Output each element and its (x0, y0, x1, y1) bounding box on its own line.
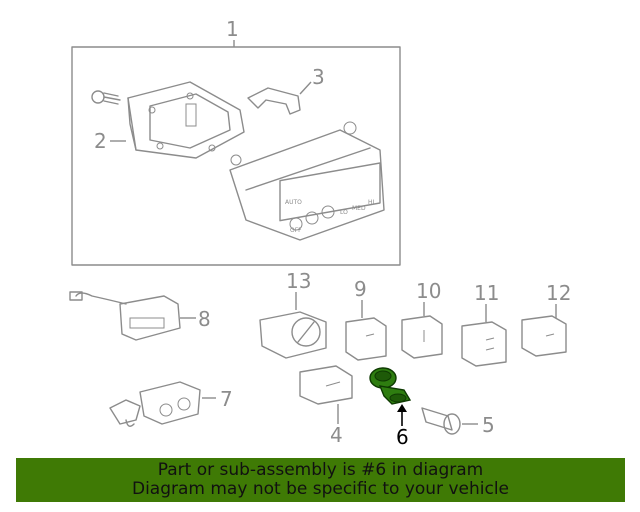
assembly-box (71, 46, 401, 266)
part-10-switch (401, 315, 443, 359)
callout-11: 11 (474, 281, 499, 305)
banner-line-2: Diagram may not be specific to your vehi… (131, 479, 509, 499)
part-8-switch (69, 291, 181, 341)
label-hi: HI (368, 199, 375, 206)
part-3-clip (247, 87, 301, 115)
banner-line-1: Part or sub-assembly is #6 in diagram (157, 460, 484, 480)
part-12-switch (521, 315, 567, 357)
part-9-switch (345, 317, 387, 361)
part-5-lighter (421, 407, 461, 435)
part-2-bracket (91, 81, 245, 159)
callout-9: 9 (354, 277, 367, 301)
label-auto: AUTO (285, 199, 302, 206)
callout-8: 8 (198, 307, 211, 331)
part-11-switch (461, 321, 507, 367)
part-4-switch (299, 365, 353, 405)
leader-6-arrowhead (397, 404, 407, 412)
callout-2: 2 (94, 129, 107, 153)
leader-3 (299, 81, 312, 95)
part-13-rotary-switch (259, 311, 327, 359)
part-6-power-socket (369, 367, 412, 405)
callout-13: 13 (286, 269, 311, 293)
callout-10: 10 (416, 279, 441, 303)
callout-4: 4 (330, 423, 343, 447)
callout-12: 12 (546, 281, 571, 305)
callout-3: 3 (312, 65, 325, 89)
callout-6: 6 (396, 425, 409, 449)
label-lo: LO (340, 209, 348, 216)
label-off: OFF (290, 227, 302, 234)
callout-1: 1 (226, 17, 239, 41)
climate-control-panel: AUTO OFF LO MED HI (229, 121, 385, 241)
callout-7: 7 (220, 387, 233, 411)
callout-5: 5 (482, 413, 495, 437)
info-banner: Part or sub-assembly is #6 in diagram Di… (16, 458, 625, 502)
part-7-socket (109, 381, 201, 427)
label-med: MED (352, 205, 366, 212)
